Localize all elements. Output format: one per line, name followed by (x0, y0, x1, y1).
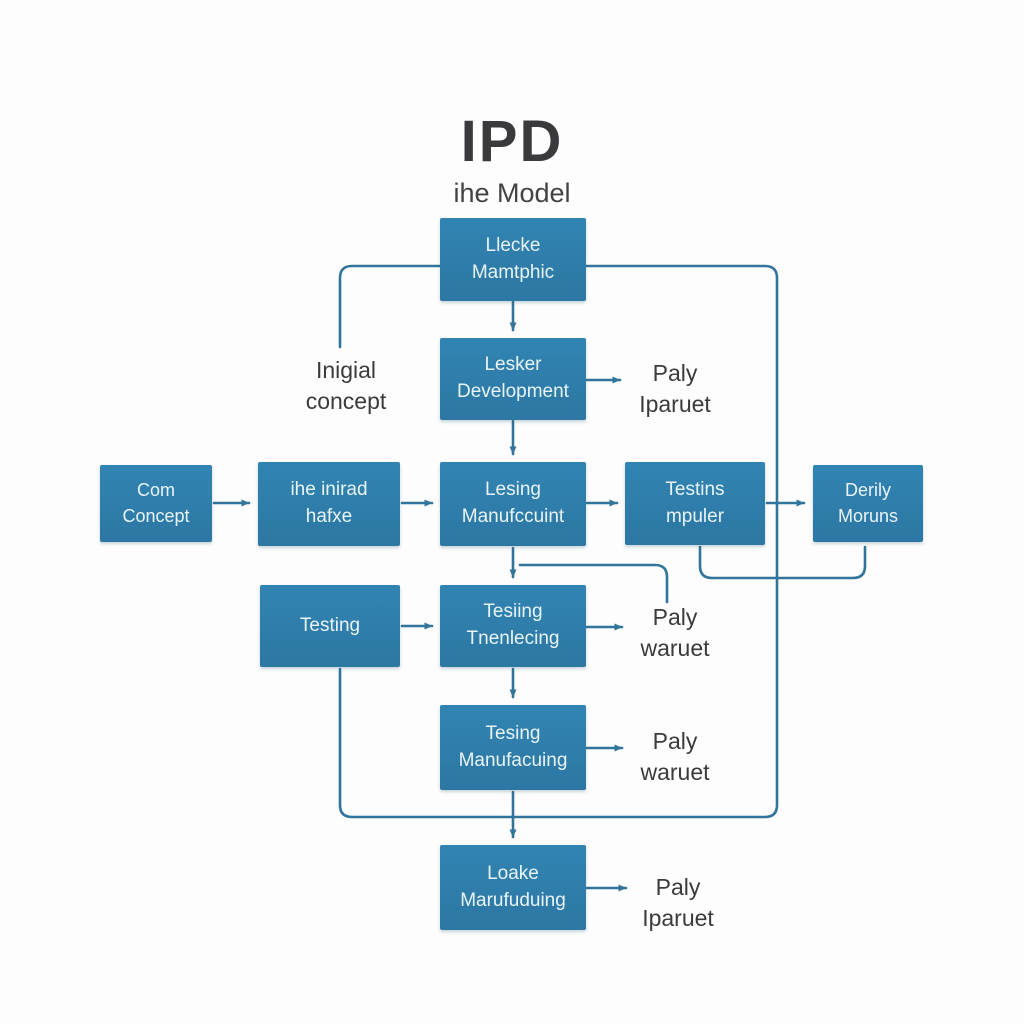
label-paly-iparuet-bottom: Paly Iparuet (642, 874, 714, 932)
node-testing: Testing (260, 585, 400, 667)
connector-outer-loop (338, 264, 779, 819)
connector-initial-concept-stub (338, 264, 442, 349)
node-loake-marufuduing: Loake Marufuduing (440, 845, 586, 930)
diagram-subtitle: ihe Model (453, 178, 571, 208)
label-paly-iparuet-top: Paly Iparuet (639, 360, 711, 418)
node-tesing-manufacuing: Tesing Manufacuing (440, 705, 586, 790)
node-tesiing-tnenlecing: Tesiing Tnenlecing (440, 585, 586, 667)
node-llecke-mamtphic: Llecke Mamtphic (440, 218, 586, 301)
node-derily-moruns: Derily Moruns (813, 465, 923, 542)
node-com-concept: Com Concept (100, 465, 212, 542)
label-paly-waruet-mid: Paly waruet (640, 604, 710, 662)
connector-testins-derily-u (698, 545, 867, 580)
node-lesker-development: Lesker Development (440, 338, 586, 420)
node-lesing-manufccuint: Lesing Manufccuint (440, 462, 586, 546)
node-ihe-inirad-hafxe: ihe inirad hafxe (258, 462, 400, 546)
node-testins-mpuler: Testins mpuler (625, 462, 765, 545)
diagram-title: IPD (460, 109, 564, 174)
connector-paly-waruet-branch (518, 563, 669, 604)
label-inigial-concept: Inigial concept (305, 357, 387, 415)
label-paly-waruet-lower: Paly waruet (640, 728, 710, 786)
